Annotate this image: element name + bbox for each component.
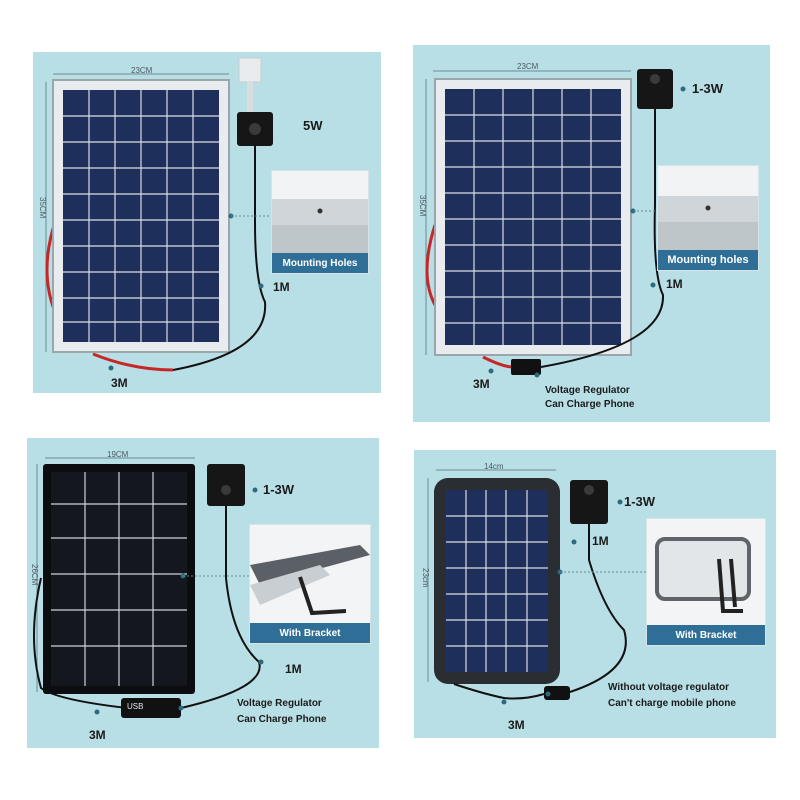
inset-photo [250, 525, 370, 623]
panel-2-inset: Mounting holes [657, 165, 759, 271]
panel-3-width-label: 19CM [107, 450, 129, 459]
panel-3-pump-cable: 1M [285, 662, 302, 676]
usb-voltage-regulator [121, 698, 181, 718]
panel-4-pump-power: 1-3W [624, 494, 656, 509]
panel-1-panel-cable: 3M [111, 376, 128, 390]
panel-2-pump-cable: 1M [666, 277, 683, 291]
leader-dot [94, 709, 100, 715]
product-panel-1: 23CM 35CM 5W 1M 3M Mounting Holes [33, 52, 381, 393]
mounting-hole-icon [317, 208, 323, 214]
product-panel-4: 14cm 23cm 1-3W 1M 3M Without voltage reg… [414, 450, 776, 738]
panel-cable [453, 683, 545, 700]
bottom-red-cable [92, 352, 174, 372]
panel-4-regulator-line2: Can't charge mobile phone [608, 698, 736, 709]
leader-dot [680, 86, 686, 92]
leader-dot [617, 499, 623, 505]
pump-cable [172, 146, 267, 371]
inset-photo [647, 519, 765, 625]
panel-4-panel-cable: 3M [508, 718, 525, 732]
voltage-regulator [511, 359, 541, 375]
cable-connector [544, 686, 570, 700]
panel-3-panel-cable: 3M [89, 728, 106, 742]
panel-3-inset: With Bracket [249, 524, 371, 644]
pump-inlet [249, 123, 261, 135]
leader-dot [488, 368, 494, 374]
pump-inlet [221, 485, 231, 495]
bracket-icon [717, 558, 743, 613]
panel-4-pump-cable: 1M [592, 534, 609, 548]
pump-inlet [584, 485, 594, 495]
water-pump [570, 480, 608, 524]
panel-4-inset-caption: With Bracket [647, 625, 765, 645]
leader-dot [178, 705, 184, 711]
panel-2-panel-cable: 3M [473, 377, 490, 391]
pump-cable [569, 524, 627, 693]
panel-2-width-label: 23CM [517, 62, 539, 71]
panel-1-pump-power: 5W [303, 118, 323, 133]
product-panel-3: 19CM 26CM USB 1-3W 1M 3M Voltage Regulat… [27, 438, 379, 748]
leader-dot [571, 539, 577, 545]
panel-4-inset: With Bracket [646, 518, 766, 646]
panel-2-regulator-line1: Voltage Regulator [545, 385, 630, 396]
panel-3-pump-power: 1-3W [263, 482, 295, 497]
panel-cable [33, 577, 128, 709]
leader-dot [650, 282, 656, 288]
leader-dot [534, 372, 540, 378]
panel-2-illustration [425, 69, 686, 378]
cell-grid [446, 490, 548, 672]
leader-dot [108, 365, 114, 371]
cell-grid [51, 472, 187, 686]
panel-2-height-label: 35CM [418, 195, 427, 217]
panel-2-pump-power: 1-3W [692, 81, 724, 96]
inset-photo [658, 166, 758, 250]
panel-3-regulator-line1: Voltage Regulator [237, 698, 322, 709]
leader-dot [501, 699, 507, 705]
red-cable [425, 224, 437, 306]
panel-4-height-label: 23cm [421, 568, 430, 588]
nozzle-stem [247, 82, 253, 112]
cell-grid [445, 89, 621, 345]
panel-4-illustration [427, 469, 646, 705]
panel-3-height-label: 26CM [30, 564, 39, 586]
water-pump [637, 69, 673, 109]
leader-dot [258, 283, 264, 289]
fountain-nozzle [238, 57, 262, 83]
product-panel-2: 23CM 35CM 1-3W 1M 3M Voltage Regulator C… [413, 45, 770, 422]
pump-inlet [650, 74, 660, 84]
panel-3-illustration [33, 457, 264, 718]
panel-1-pump-cable: 1M [273, 280, 290, 294]
pump-cable [540, 109, 665, 368]
panel-2-regulator-line2: Can Charge Phone [545, 399, 635, 410]
panel-1-illustration [45, 57, 273, 372]
panel-4-regulator-line1: Without voltage regulator [608, 682, 730, 693]
panel-3-usb-text: USB [127, 702, 144, 711]
mounting-hole-icon [705, 205, 711, 211]
cell-grid [63, 90, 219, 342]
leader-dot [252, 487, 258, 493]
inset-photo [272, 171, 368, 253]
panel-3-regulator-line2: Can Charge Phone [237, 714, 327, 725]
leader-dot [258, 659, 264, 665]
panel-1-height-label: 35CM [38, 197, 47, 219]
leader-dot [545, 691, 551, 697]
panel-3-inset-caption: With Bracket [250, 623, 370, 643]
bottom-red-cable [482, 355, 514, 369]
panel-2-inset-caption: Mounting holes [658, 250, 758, 270]
panel-1-inset-caption: Mounting Holes [272, 253, 368, 273]
solar-panel-cells [446, 490, 548, 672]
panel-4-width-label: 14cm [484, 462, 504, 471]
panel-1-inset: Mounting Holes [271, 170, 369, 274]
panel-1-width-label: 23CM [131, 66, 153, 75]
bracket-icon [298, 576, 347, 616]
